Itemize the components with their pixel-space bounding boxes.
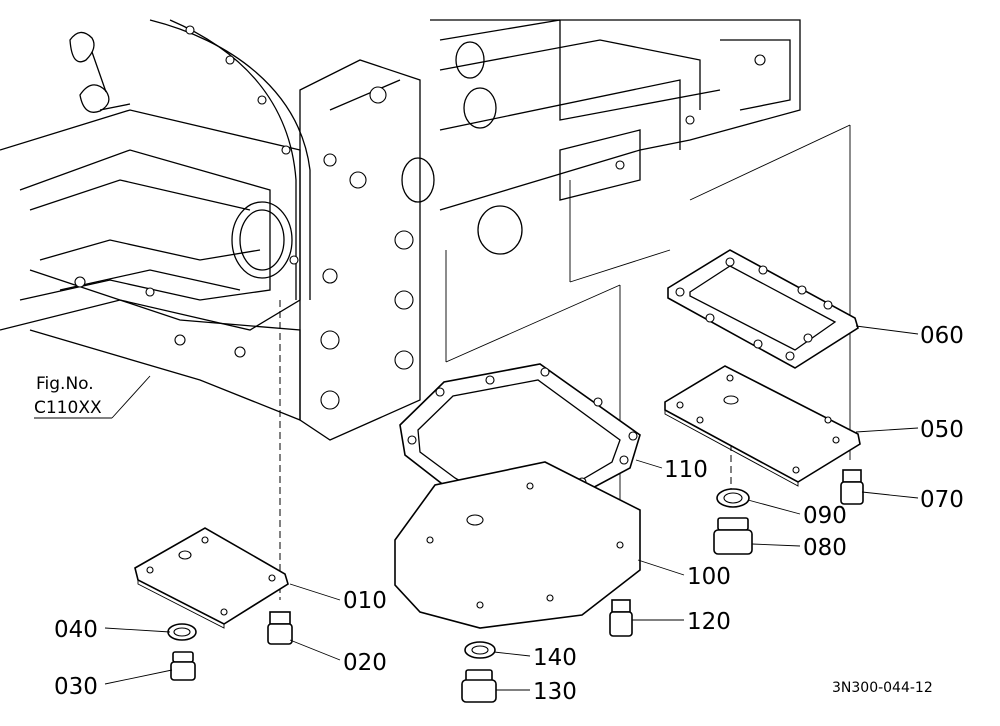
left-plug xyxy=(170,651,196,681)
right-plug xyxy=(713,517,753,555)
right-cover-plate xyxy=(664,365,861,487)
part-label-040: 040 xyxy=(54,617,98,643)
part-label-020: 020 xyxy=(343,650,387,676)
part-label-100: 100 xyxy=(687,564,731,590)
part-label-070: 070 xyxy=(920,487,964,513)
figure-ref-line1: Fig.No. xyxy=(36,374,94,394)
left-cover-plate xyxy=(134,527,289,629)
part-label-090: 090 xyxy=(803,503,847,529)
right-plug-bolt xyxy=(840,469,864,505)
transmission-housing xyxy=(0,19,801,441)
figure-reference: Fig.No. C110XX xyxy=(34,374,151,419)
part-label-060: 060 xyxy=(920,323,964,349)
left-washer xyxy=(167,623,197,641)
part-label-110: 110 xyxy=(664,457,708,483)
right-gasket xyxy=(667,249,859,369)
centre-cover-plate xyxy=(394,461,641,629)
leader-lines xyxy=(104,325,919,691)
part-label-130: 130 xyxy=(533,679,577,705)
part-label-080: 080 xyxy=(803,535,847,561)
left-plug-bolt xyxy=(267,611,293,645)
part-label-010: 010 xyxy=(343,588,387,614)
centre-plug xyxy=(461,669,497,703)
drawing-code: 3N300-044-12 xyxy=(832,680,933,696)
part-label-050: 050 xyxy=(920,417,964,443)
part-label-140: 140 xyxy=(533,645,577,671)
part-label-030: 030 xyxy=(54,674,98,700)
centre-washer xyxy=(464,641,496,659)
part-label-120: 120 xyxy=(687,609,731,635)
centre-plug-bolt xyxy=(609,599,633,637)
figure-ref-line2: C110XX xyxy=(34,398,102,418)
right-washer xyxy=(716,488,750,508)
part-labels: 010 020 030 040 050 060 070 080 090 100 … xyxy=(54,323,964,705)
